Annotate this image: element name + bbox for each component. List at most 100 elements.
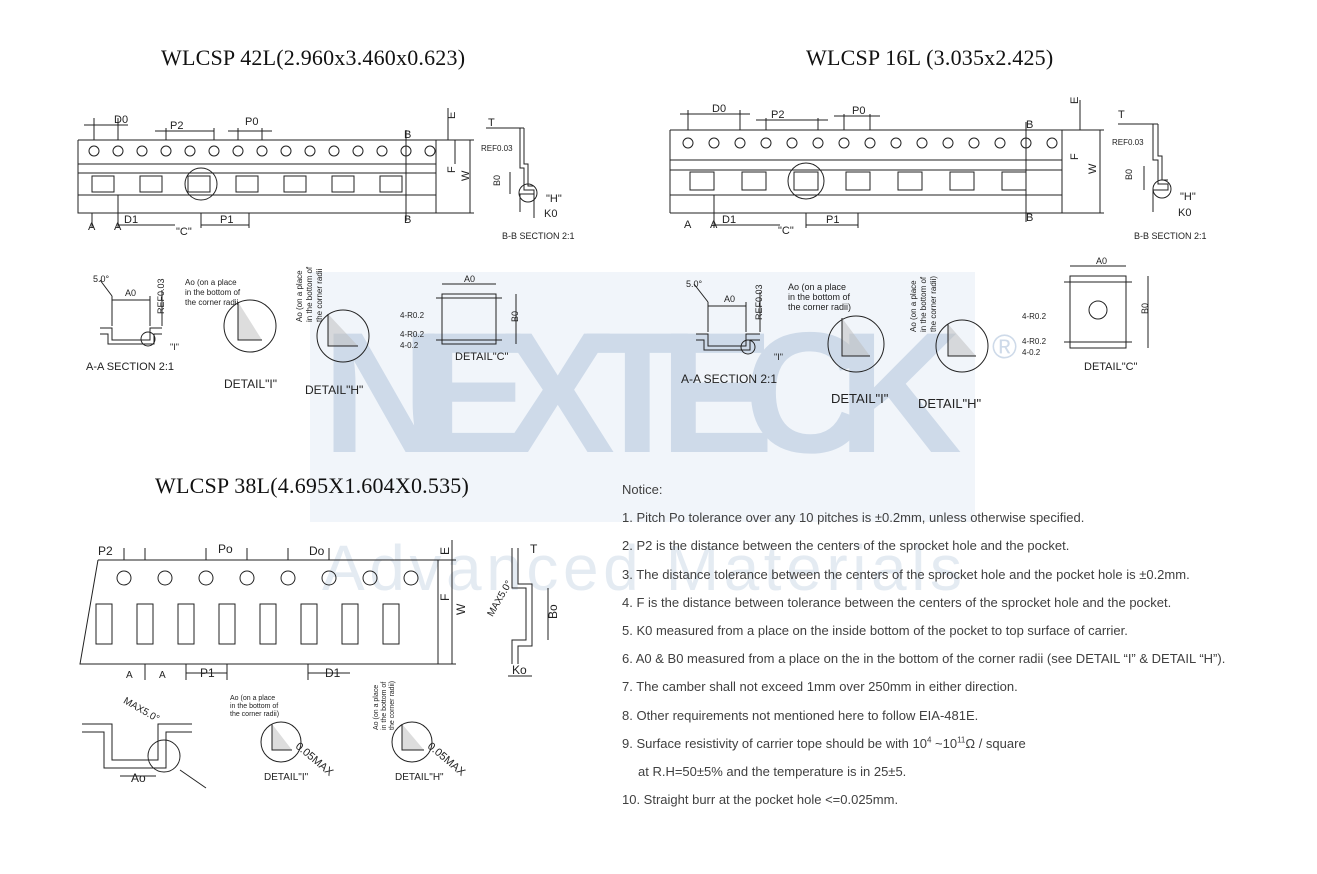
notice-item-9-exp1: 4 [926, 735, 932, 745]
bb-section-42l [486, 127, 538, 218]
label-w-16l: W [1087, 163, 1099, 174]
label-e-38l: E [438, 547, 452, 555]
notice-item-6: 6. A0 & B0 measured from a place on the … [622, 651, 1226, 667]
label-p1-38l: P1 [200, 666, 215, 680]
label-b0-42l: B0 [492, 175, 502, 186]
label-bo-note2-42l: in the bottom of [305, 266, 314, 322]
label-ref-aa-16l: REF0.03 [754, 284, 764, 320]
label-k0-16l: K0 [1178, 207, 1191, 219]
label-h-42l: "H" [546, 193, 562, 205]
label-ref-42l: REF0.03 [481, 144, 513, 153]
label-bo-note2-16l: in the bottom of [919, 276, 928, 332]
label-bo-note3-16l: the corner radii) [929, 276, 938, 332]
label-r02a-16l: 4-R0.2 [1022, 312, 1047, 321]
label-a0-aa-16l: A0 [724, 294, 735, 304]
label-ao-note2-16l: in the bottom of [788, 292, 851, 302]
label-ao-note1-16l: Ao (on a place [788, 282, 846, 292]
notice-item-9-exp2: 11 [957, 735, 966, 745]
label-do-38l: Do [309, 544, 325, 558]
label-p1-16l: P1 [826, 214, 839, 226]
title-wlcsp-42l: WLCSP 42L(2.960x3.460x0.623) [161, 45, 466, 70]
title-wlcsp-16l: WLCSP 16L (3.035x2.425) [806, 45, 1054, 70]
label-a2-16l: A [710, 219, 718, 231]
label-bo-note3-38l: the corner radii) [389, 681, 396, 730]
label-d0-16l: D0 [712, 103, 726, 115]
notice-item-9-prefix: 9. Surface resistivity of carrier tope s… [622, 735, 927, 751]
label-a-16l: A [684, 219, 692, 231]
label-max5-pocket-38l: MAX5.0° [121, 696, 161, 725]
label-d1-42l: D1 [124, 214, 138, 226]
label-t-16l: T [1118, 109, 1125, 121]
label-detail-h-38l: DETAIL"H" [395, 772, 444, 783]
label-p2-38l: P2 [98, 544, 113, 558]
pockets-38l [95, 603, 400, 645]
label-bb-section-42l: B-B SECTION 2:1 [502, 231, 575, 241]
label-b0-16l: B0 [1124, 169, 1134, 180]
label-bo-note2-38l: in the bottom of [381, 682, 388, 730]
label-a0-c-16l: A0 [1096, 256, 1107, 266]
label-bo-note1-16l: Ao (on a place [909, 280, 918, 332]
label-detail-i-38l: DETAIL"I" [264, 772, 309, 783]
tape-outline-42l [77, 140, 437, 214]
label-h-16l: "H" [1180, 191, 1196, 203]
notice-item-8: 8. Other requirements not mentioned here… [622, 707, 979, 723]
label-po-38l: Po [218, 542, 233, 556]
label-f-42l: F [446, 166, 458, 173]
label-ao-note3-16l: the corner radii) [788, 302, 851, 312]
label-detail-i-42l: DETAIL"I" [224, 377, 277, 391]
label-ao-note1-38l: Ao (on a place [230, 695, 275, 702]
label-t-38l: T [530, 542, 538, 556]
label-d02-42l: 4-0.2 [400, 341, 419, 350]
label-a0-c-42l: A0 [464, 274, 475, 284]
label-detail-c-16l: DETAIL"C" [1084, 361, 1138, 373]
tape-outline-38l [79, 559, 439, 665]
notice-item-10: 10. Straight burr at the pocket hole <=0… [622, 792, 899, 808]
label-aa-section-16l: A-A SECTION 2:1 [681, 372, 777, 386]
notice-item-1: 1. Pitch Po tolerance over any 10 pitche… [622, 510, 1085, 526]
label-b0-c-16l: B0 [1140, 303, 1150, 314]
label-detail-h-42l: DETAIL"H" [305, 383, 363, 397]
label-a0-aa-42l: A0 [125, 288, 136, 298]
label-c-42l: "C" [176, 226, 192, 238]
label-t-42l: T [488, 117, 495, 129]
label-bo-note1-42l: Ao (on a place [295, 270, 304, 322]
label-w-42l: W [460, 170, 472, 181]
label-p1-42l: P1 [220, 214, 233, 226]
label-ko-38l: Ko [512, 663, 527, 677]
label-a2-42l: A [114, 221, 122, 233]
label-ref-aa-42l: REF0.03 [156, 278, 166, 314]
label-max5-38l: MAX5.0° [486, 579, 515, 619]
label-bo-38l: Bo [546, 604, 560, 619]
label-angle-16l: 5.0° [686, 279, 703, 289]
label-c-16l: "C" [778, 225, 794, 237]
label-i-42l: "I" [170, 342, 179, 352]
side-section-38l [508, 548, 549, 677]
label-bb-section-16l: B-B SECTION 2:1 [1134, 231, 1207, 241]
notice-item-3: 3. The distance tolerance between the ce… [622, 566, 1190, 582]
bb-section-16l [1118, 123, 1172, 212]
notice-item-5: 5. K0 measured from a place on the insid… [622, 622, 1128, 638]
label-r02b-42l: 4-R0.2 [400, 330, 425, 339]
label-d0-42l: D0 [114, 114, 128, 126]
label-a-42l: A [88, 221, 96, 233]
label-d02-16l: 4-0.2 [1022, 348, 1041, 357]
label-d1-16l: D1 [722, 214, 736, 226]
notice-item-9-mid: ~10 [931, 735, 958, 751]
notice-item-2: 2. P2 is the distance between the center… [622, 538, 1070, 554]
label-ao-note3-38l: the corner radii) [230, 711, 279, 718]
notice-item-7: 7. The camber shall not exceed 1mm over … [622, 679, 1018, 695]
label-a-38l: A [126, 670, 133, 681]
label-r02b-16l: 4-R0.2 [1022, 337, 1047, 346]
label-aa-section-42l: A-A SECTION 2:1 [86, 361, 174, 373]
label-bo-note3-42l: the corner radii [315, 268, 324, 322]
notice-item-9-cont: at R.H=50±5% and the temperature is in 2… [638, 763, 907, 779]
label-e-16l: E [1069, 97, 1081, 104]
label-p2-42l: P2 [170, 120, 183, 132]
sprocket-holes-42l [88, 145, 436, 157]
label-p0-16l: P0 [852, 105, 865, 117]
label-f-38l: F [438, 594, 452, 601]
sprocket-holes-16l [682, 137, 1058, 149]
label-p0-42l: P0 [245, 116, 258, 128]
